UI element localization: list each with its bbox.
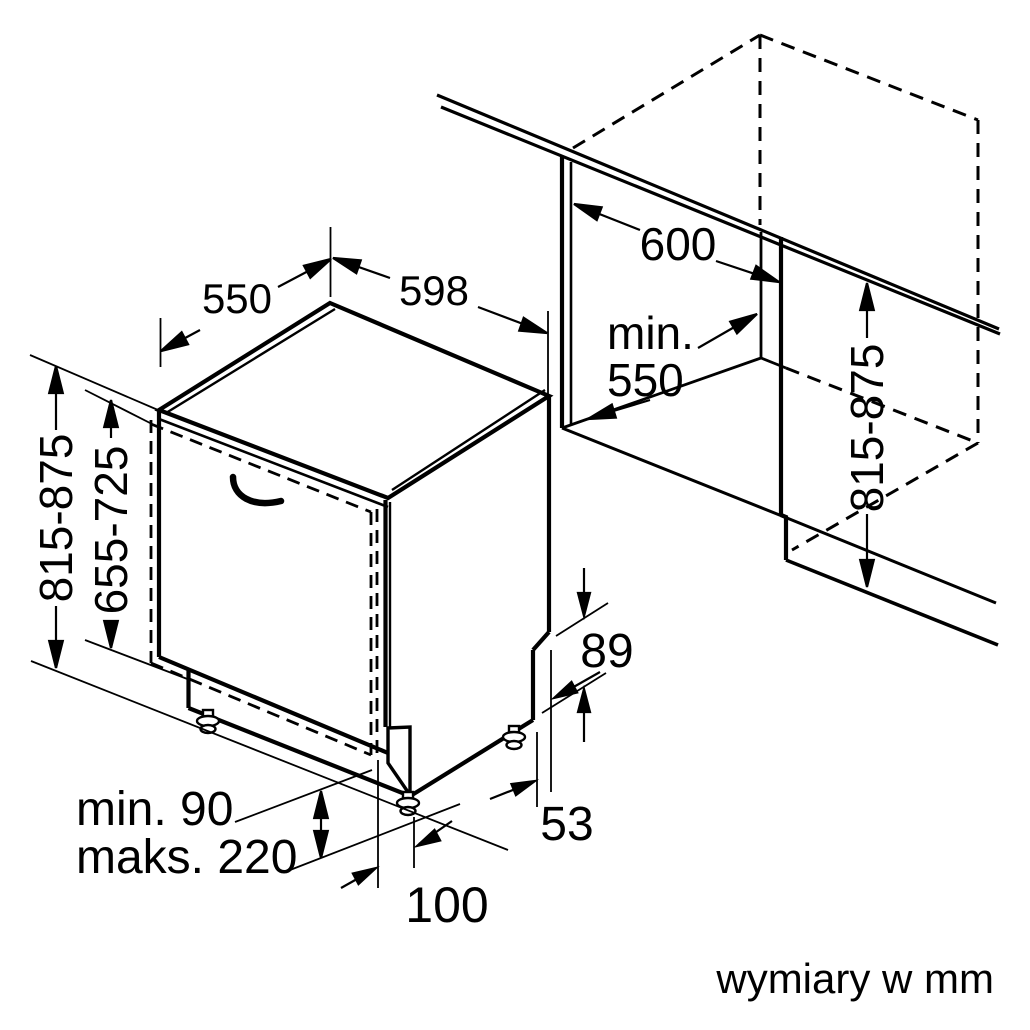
counter-worktop	[436, 93, 1001, 336]
dim-foot-setback-100	[340, 820, 453, 889]
extension-lines	[29, 227, 552, 888]
dim-top-width	[329, 250, 551, 341]
label-top-depth: 550	[202, 275, 272, 322]
dishwasher-body	[154, 300, 554, 801]
label-foot-setback-100: 100	[405, 877, 488, 933]
door-handle-icon	[229, 473, 285, 507]
label-top-width: 598	[399, 267, 469, 314]
dim-side-setback-53	[489, 671, 601, 801]
foot-right	[501, 724, 527, 751]
label-plinth-max: maks. 220	[76, 831, 297, 884]
adjustable-feet	[195, 708, 527, 817]
furniture-door-dashed-outline	[149, 420, 379, 757]
label-side-setback-53: 53	[540, 798, 593, 851]
label-appliance-height: 815-875	[30, 434, 82, 603]
dim-niche-depth	[584, 307, 762, 427]
niche-right-wall	[561, 237, 999, 647]
niche-dashed-outline	[572, 33, 980, 552]
label-niche-depth-value: 550	[607, 354, 684, 406]
foot-front	[395, 790, 421, 817]
label-niche-width: 600	[640, 218, 717, 270]
dim-plinth-height	[313, 789, 329, 860]
label-niche-height: 815-875	[841, 344, 893, 513]
label-base-gap-89: 89	[580, 625, 633, 678]
dim-top-depth	[156, 251, 336, 359]
label-plinth-min: min. 90	[76, 783, 233, 836]
label-door-height: 655-725	[85, 446, 137, 615]
foot-left	[195, 708, 221, 735]
dim-appliance-height	[48, 364, 64, 670]
dim-niche-height	[859, 281, 875, 589]
units-note: wymiary w mm	[715, 955, 994, 1002]
label-niche-depth-min: min.	[607, 307, 694, 359]
dim-door-height	[103, 398, 119, 650]
dim-niche-width	[570, 196, 783, 290]
